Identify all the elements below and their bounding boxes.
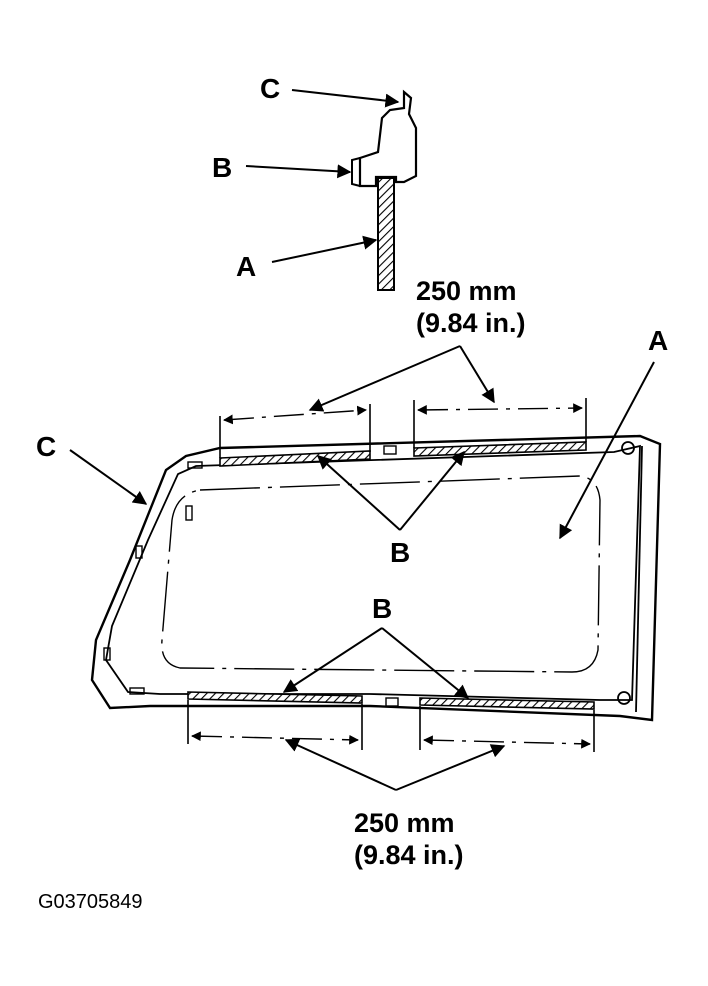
upper-center-clip [383,445,397,455]
detail-callout-b: B [212,152,232,183]
frame-tab [135,545,143,559]
glass-outer-frame [90,434,662,722]
upper-dimension-mm: 250 mm [416,276,517,306]
lower-center-clip [385,697,399,707]
lower-dimension-in: (9.84 in.) [354,840,464,870]
detail-callout-c: C [260,73,280,104]
upper-dimension-in: (9.84 in.) [416,308,526,338]
detail-callouts: C B A [212,73,400,282]
detail-callout-a: A [236,251,256,282]
frame-tab [187,461,203,469]
figure-code: G03705849 [38,891,143,913]
detail-clip [351,157,361,187]
corner-bolt [621,441,635,455]
upper-dimensions: 250 mm (9.84 in.) [219,276,587,458]
main-callouts: C A B B [36,325,668,699]
quarter-glass [90,434,662,722]
adhesive-strip-upper-left [219,450,371,467]
main-callout-a: A [648,325,668,356]
detail-glass [377,177,395,291]
adhesive-strip-lower-right [419,697,595,710]
detail-molding [358,89,418,188]
lower-dimensions: 250 mm (9.84 in.) [187,700,595,870]
corner-bolt [617,691,631,705]
main-callout-b-upper: B [390,537,410,568]
frame-tab [103,647,111,661]
glass-pane-outline [161,475,601,673]
adhesive-strip-lower-left [187,691,363,704]
main-callout-b-lower: B [372,593,392,624]
glass-inner-frame [105,444,641,701]
detail-cross-section [351,89,418,291]
frame-tab [185,505,193,521]
lower-dimension-mm: 250 mm [354,808,455,838]
frame-tab [129,687,145,695]
main-callout-c: C [36,431,56,462]
